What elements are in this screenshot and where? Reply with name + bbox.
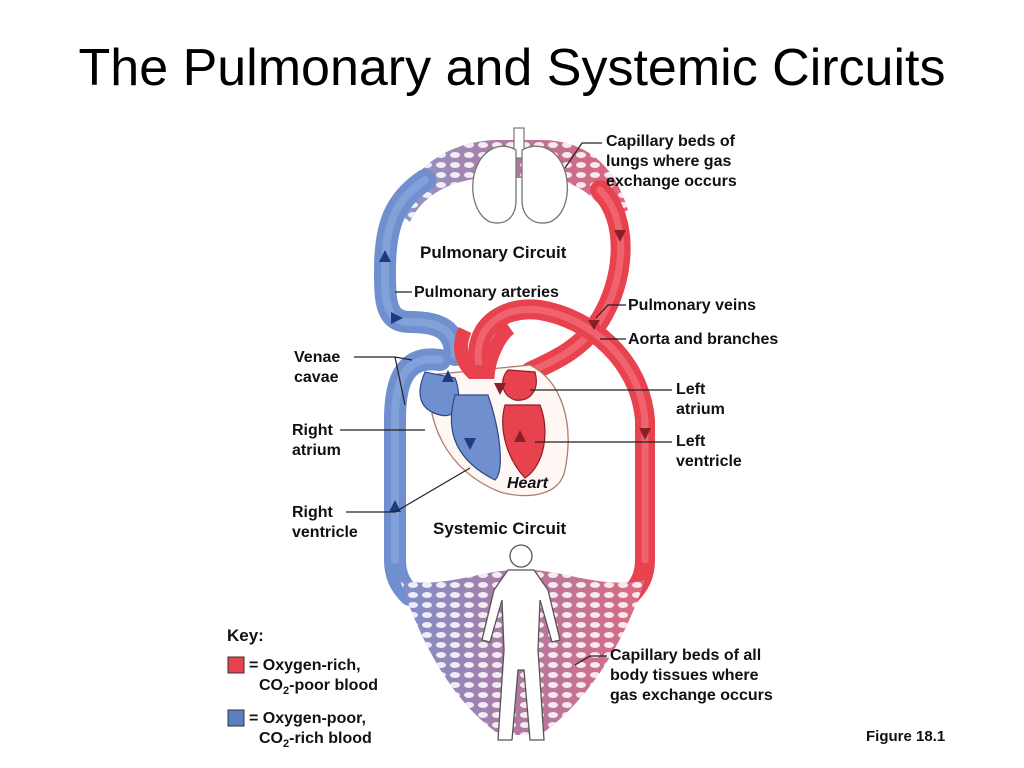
- right-atrium-label: Right atrium: [292, 422, 341, 459]
- venae-cavae-label: Venae cavae: [294, 349, 345, 386]
- oxygen-poor-swatch: [227, 709, 245, 727]
- oxygen-rich-label-line2: CO2-poor blood: [259, 677, 378, 697]
- left-atrium-label: Left atrium: [676, 381, 725, 418]
- key-heading: Key:: [227, 626, 264, 645]
- heart-label: Heart: [507, 475, 549, 492]
- pulmonary-arteries-label: Pulmonary arteries: [414, 284, 559, 301]
- flow-arrows-red: [494, 230, 651, 442]
- left-ventricle-label: Left ventricle: [676, 433, 742, 470]
- page-title: The Pulmonary and Systemic Circuits: [78, 39, 946, 97]
- flow-arrows: [379, 250, 476, 512]
- figure-caption: Figure 18.1: [866, 728, 945, 745]
- heart-illustration: [419, 322, 569, 497]
- human-figure-illustration: [481, 544, 561, 741]
- color-key: Key: = Oxygen-rich, CO2-poor blood = Oxy…: [227, 626, 378, 750]
- oxygen-poor-label-line1: = Oxygen-poor,: [249, 710, 366, 727]
- lungs-illustration: [472, 127, 568, 224]
- capillary-body-label: Capillary beds of all body tissues where…: [610, 647, 773, 704]
- capillary-lungs-label: Capillary beds of lungs where gas exchan…: [606, 133, 739, 190]
- aorta-label: Aorta and branches: [628, 331, 778, 348]
- systemic-circuit-label: Systemic Circuit: [433, 519, 567, 538]
- right-ventricle-label: Right ventricle: [292, 504, 358, 541]
- oxygen-rich-swatch: [227, 656, 245, 674]
- leader-lines: [340, 142, 672, 666]
- pulmonary-veins-label: Pulmonary veins: [628, 297, 756, 314]
- oxygen-rich-label-line1: = Oxygen-rich,: [249, 657, 361, 674]
- oxygen-poor-label-line2: CO2-rich blood: [259, 730, 372, 750]
- pulmonary-circuit-label: Pulmonary Circuit: [420, 243, 567, 262]
